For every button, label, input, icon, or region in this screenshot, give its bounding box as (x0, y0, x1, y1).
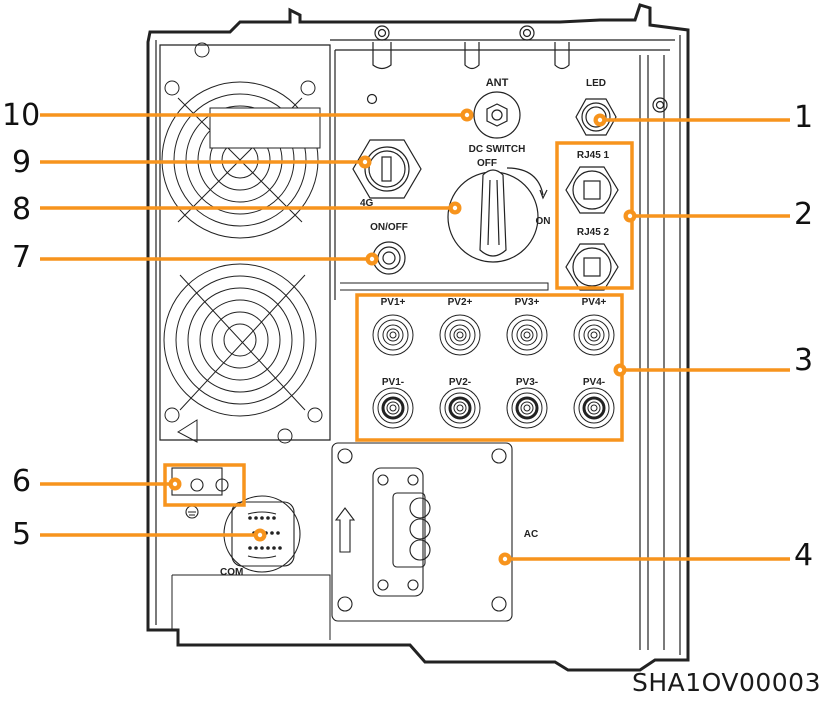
com-pin (248, 546, 252, 550)
leader-dot-center-6 (172, 481, 178, 487)
com-pin (260, 516, 264, 520)
dc-switch-on-label: ON (536, 216, 551, 227)
com-pin (272, 546, 276, 550)
pv-label-pos-3: PV3+ (515, 297, 540, 308)
leader-dot-center-8 (452, 205, 458, 211)
pv-label-pos-4: PV4+ (582, 297, 607, 308)
ground-point (171, 467, 229, 519)
com-pin (278, 546, 282, 550)
ac-label: AC (524, 529, 538, 540)
callout-number-5: 5 (12, 517, 32, 552)
leader-dot-center-2 (627, 213, 633, 219)
callout-number-6: 6 (12, 464, 32, 499)
ant-port (473, 91, 521, 139)
rj45-2-label: RJ45 2 (577, 227, 610, 238)
leader-dot-center-10 (464, 112, 470, 118)
callout-number-9: 9 (12, 145, 32, 180)
dc-switch (447, 167, 548, 263)
callout-leaders (40, 108, 790, 566)
pv-label-neg-2: PV2- (449, 377, 471, 388)
rj45-highlight-box (555, 141, 634, 290)
callout-number-8: 8 (12, 192, 32, 227)
com-pin (260, 546, 264, 550)
enclosure (146, 3, 690, 672)
pv-label-neg-4: PV4- (583, 377, 605, 388)
pv-label-neg-3: PV3- (516, 377, 538, 388)
pv-terminal-neg-1 (372, 387, 414, 429)
led-label: LED (586, 78, 606, 89)
pv-terminal-neg-2 (439, 387, 481, 429)
leader-dot-center-9 (362, 159, 368, 165)
on-off-label: ON/OFF (370, 222, 408, 233)
com-label: COM (220, 567, 243, 578)
leader-dot-center-7 (369, 256, 375, 262)
pv-terminal-pos-3 (506, 314, 548, 356)
4g-port (352, 139, 422, 199)
pv-terminals: PV1+ PV2+ PV3+ PV4+ PV1- PV2- PV3- PV4- (372, 297, 615, 429)
ant-label: ANT (486, 77, 509, 89)
rj45-port-1 (565, 166, 619, 214)
pv-label-pos-1: PV1+ (381, 297, 406, 308)
rj45-port-2 (565, 243, 619, 291)
pv-label-neg-1: PV1- (382, 377, 404, 388)
com-pin (254, 546, 258, 550)
callout-boxes (163, 141, 634, 507)
rj45-1-label: RJ45 1 (577, 150, 610, 161)
com-pin (266, 516, 270, 520)
com-pin (248, 516, 252, 520)
com-pin (254, 516, 258, 520)
callout-number-3: 3 (794, 343, 814, 378)
dc-switch-off-label: OFF (477, 158, 497, 169)
pv-terminal-neg-4 (573, 387, 615, 429)
com-pin (272, 516, 276, 520)
pv-label-pos-2: PV2+ (448, 297, 473, 308)
pv-terminal-neg-3 (506, 387, 548, 429)
com-pin (276, 531, 280, 535)
dc-switch-label: DC SWITCH (469, 144, 526, 155)
pv-terminal-pos-4 (573, 314, 615, 356)
fan-lower (163, 263, 323, 444)
pv-terminal-pos-1 (372, 314, 414, 356)
led-port (575, 98, 617, 136)
callout-number-7: 7 (12, 240, 32, 275)
callout-number-10: 10 (2, 98, 41, 133)
ac-cover (331, 442, 513, 622)
leader-dot-center-4 (502, 556, 508, 562)
4g-label: 4G (360, 198, 374, 209)
leader-dot-center-5 (257, 532, 263, 538)
leader-dot-center-3 (617, 367, 623, 373)
com-pin (270, 531, 274, 535)
callout-number-1: 1 (794, 100, 814, 135)
com-pin (266, 546, 270, 550)
pv-terminal-pos-2 (439, 314, 481, 356)
figure-code: SHA1OV00003 (631, 668, 821, 697)
callout-number-2: 2 (794, 197, 814, 232)
callout-number-4: 4 (794, 538, 814, 573)
leader-dot-center-1 (597, 117, 603, 123)
